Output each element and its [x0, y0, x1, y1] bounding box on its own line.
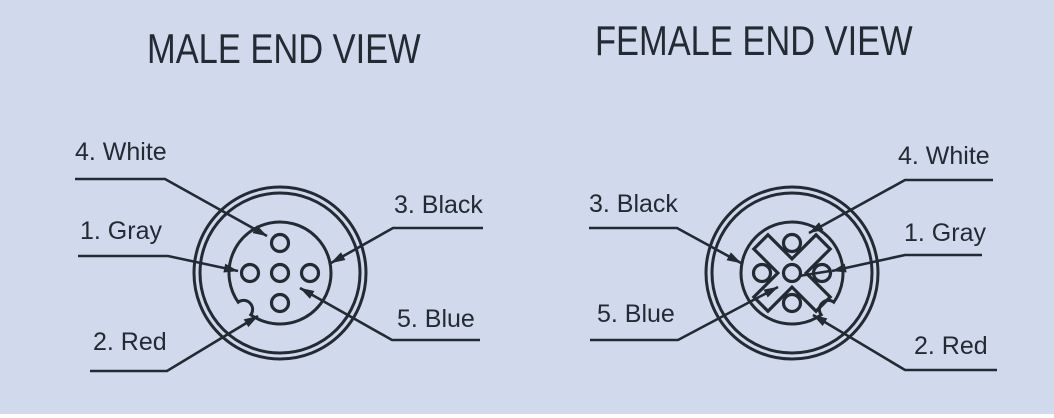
- leader-female-black: [589, 226, 742, 265]
- bottom-edge-strip: [0, 414, 1054, 418]
- female-pin-3-left: [751, 262, 773, 284]
- female-pin-label-3-black: 3. Black: [589, 190, 678, 218]
- male-outer-ring: [192, 185, 368, 361]
- female-pin-4-top: [781, 232, 803, 254]
- male-face-with-notch: [227, 220, 333, 326]
- female-pin-2-bottom: [781, 292, 803, 314]
- leader-male-red: [90, 314, 259, 373]
- female-pin-label-2-red: 2. Red: [914, 332, 988, 360]
- male-inner-ring: [198, 191, 362, 355]
- male-pin-label-1-gray: 1. Gray: [80, 217, 162, 245]
- leader-female-blue: [590, 285, 779, 342]
- female-pin-label-1-gray: 1. Gray: [904, 219, 986, 247]
- female-pin-label-5-blue: 5. Blue: [597, 300, 675, 328]
- leader-male-gray: [78, 254, 239, 273]
- female-connector: [704, 185, 880, 361]
- leader-lines: [75, 177, 997, 373]
- female-face-with-notch: [739, 220, 845, 326]
- male-pin-label-3-black: 3. Black: [394, 191, 483, 219]
- male-pin-3-right: [299, 262, 321, 284]
- male-pin-1-left: [239, 262, 261, 284]
- leader-female-white: [808, 178, 993, 235]
- female-keyway-cross: [751, 232, 833, 314]
- male-pin-label-4-white: 4. White: [75, 138, 167, 166]
- male-pin-4-top: [269, 232, 291, 254]
- leader-male-black: [330, 226, 483, 265]
- female-pins: [751, 232, 833, 314]
- female-pin-5-center: [781, 262, 803, 284]
- leader-female-red: [812, 313, 997, 372]
- male-connector: [192, 185, 368, 361]
- leader-male-white: [75, 177, 268, 238]
- female-end-view-title: FEMALE END VIEW: [595, 17, 913, 64]
- male-pins: [239, 232, 321, 314]
- male-pin-5-center: [269, 262, 291, 284]
- male-pin-2-bottom: [269, 292, 291, 314]
- leader-male-blue: [299, 286, 480, 342]
- leader-female-gray: [831, 253, 982, 273]
- female-pin-label-4-white: 4. White: [898, 142, 990, 170]
- male-end-view-title: MALE END VIEW: [147, 25, 421, 72]
- male-pin-label-2-red: 2. Red: [93, 328, 167, 356]
- female-inner-ring: [710, 191, 874, 355]
- female-outer-ring: [704, 185, 880, 361]
- leader-female-gray-extension: [798, 269, 831, 278]
- male-pin-label-5-blue: 5. Blue: [397, 305, 475, 333]
